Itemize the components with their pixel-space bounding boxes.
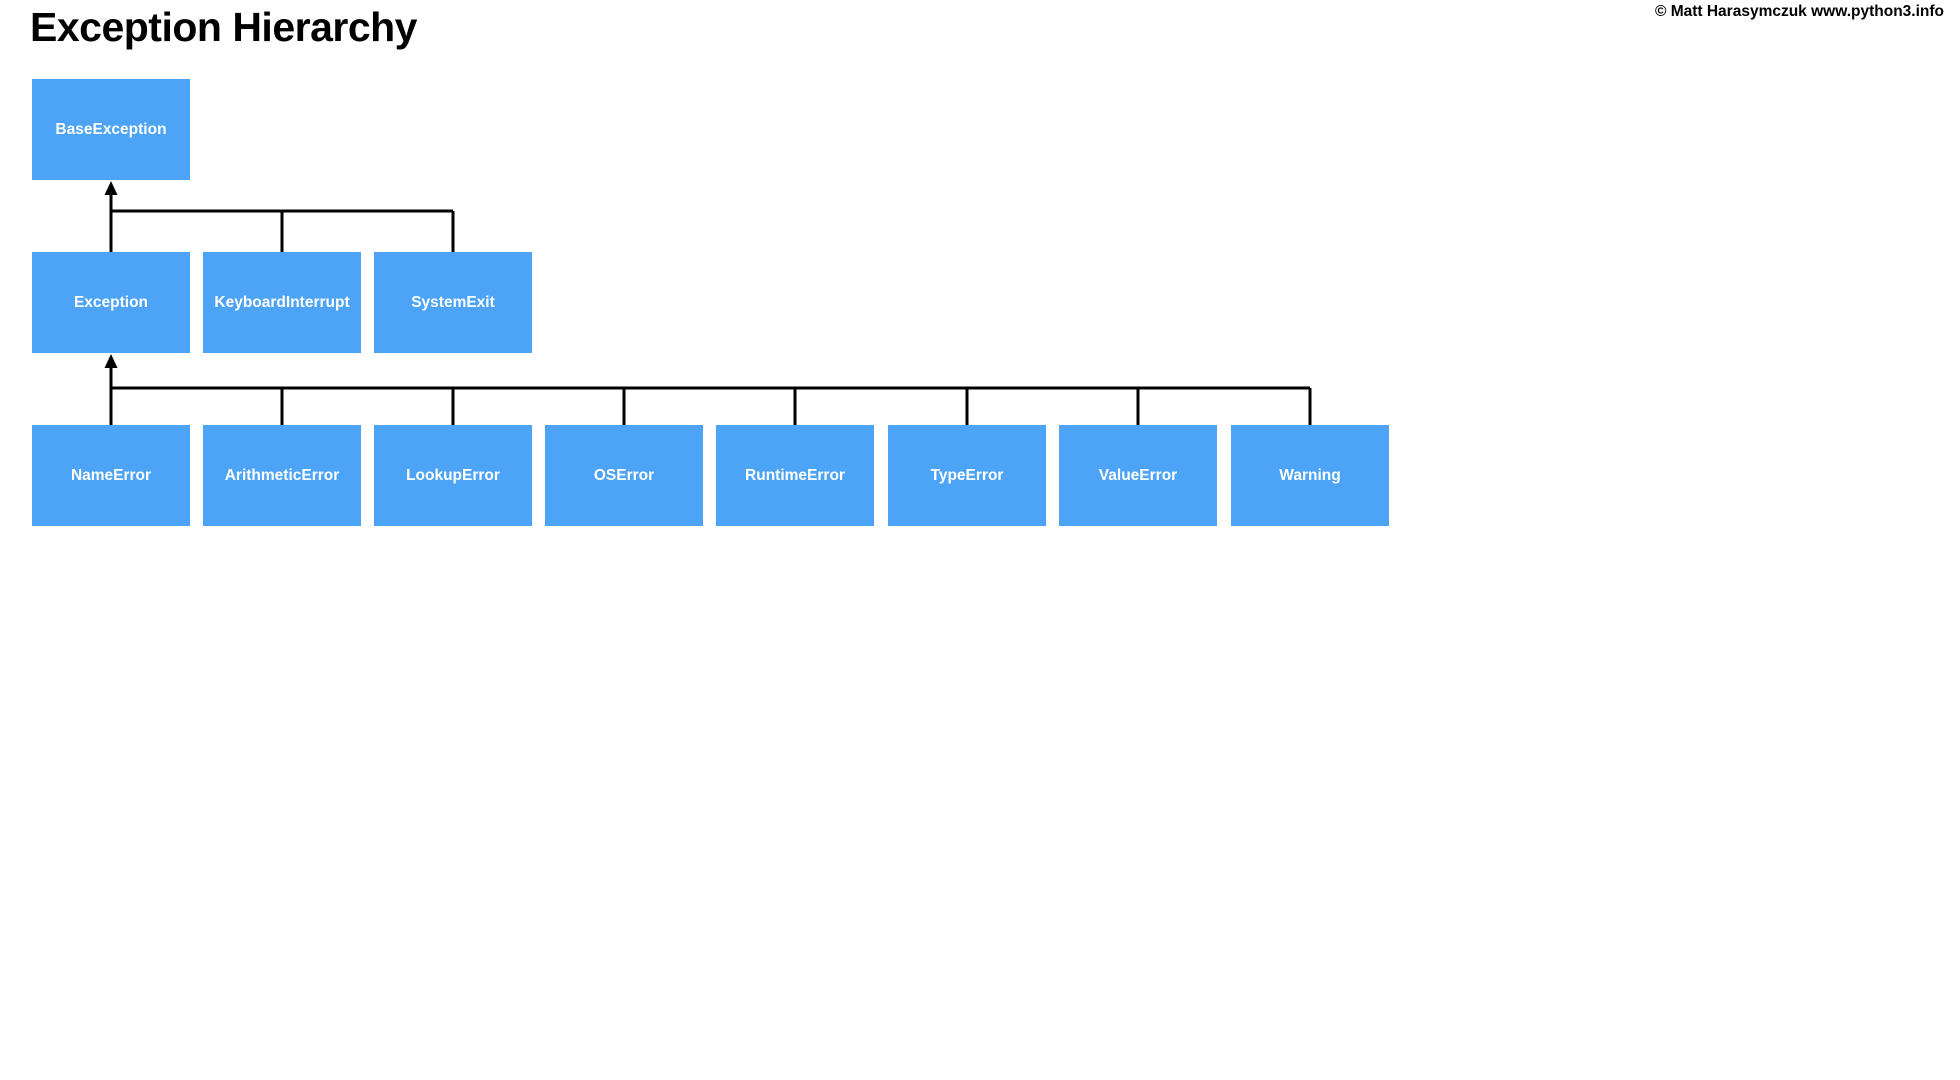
arrowhead-to-exception (104, 354, 118, 368)
node-label: SystemExit (411, 293, 495, 311)
node-runtime-error[interactable]: RuntimeError (716, 425, 874, 526)
node-label: Warning (1279, 466, 1341, 484)
node-warning[interactable]: Warning (1231, 425, 1389, 526)
node-keyboard-interrupt[interactable]: KeyboardInterrupt (203, 252, 361, 353)
arrowhead-to-base-exception (104, 181, 118, 195)
node-label: TypeError (930, 466, 1004, 484)
node-label: ArithmeticError (224, 466, 340, 484)
node-system-exit[interactable]: SystemExit (374, 252, 532, 353)
node-label: KeyboardInterrupt (214, 293, 350, 311)
node-label: BaseException (55, 120, 167, 138)
node-exception[interactable]: Exception (32, 252, 190, 353)
node-label: NameError (70, 466, 152, 484)
copyright-credit: © Matt Harasymczuk www.python3.info (1654, 3, 1944, 20)
node-label: Exception (73, 293, 149, 311)
node-lookup-error[interactable]: LookupError (374, 425, 532, 526)
node-label: RuntimeError (745, 466, 845, 484)
node-name-error[interactable]: NameError (32, 425, 190, 526)
node-base-exception[interactable]: BaseException (32, 79, 190, 180)
node-label: LookupError (406, 466, 500, 484)
node-oserror[interactable]: OSError (545, 425, 703, 526)
node-label: ValueError (1098, 466, 1178, 484)
node-label: OSError (593, 466, 655, 484)
page-title: Exception Hierarchy (30, 4, 418, 50)
node-type-error[interactable]: TypeError (888, 425, 1046, 526)
node-arithmetic-error[interactable]: ArithmeticError (203, 425, 361, 526)
node-value-error[interactable]: ValueError (1059, 425, 1217, 526)
